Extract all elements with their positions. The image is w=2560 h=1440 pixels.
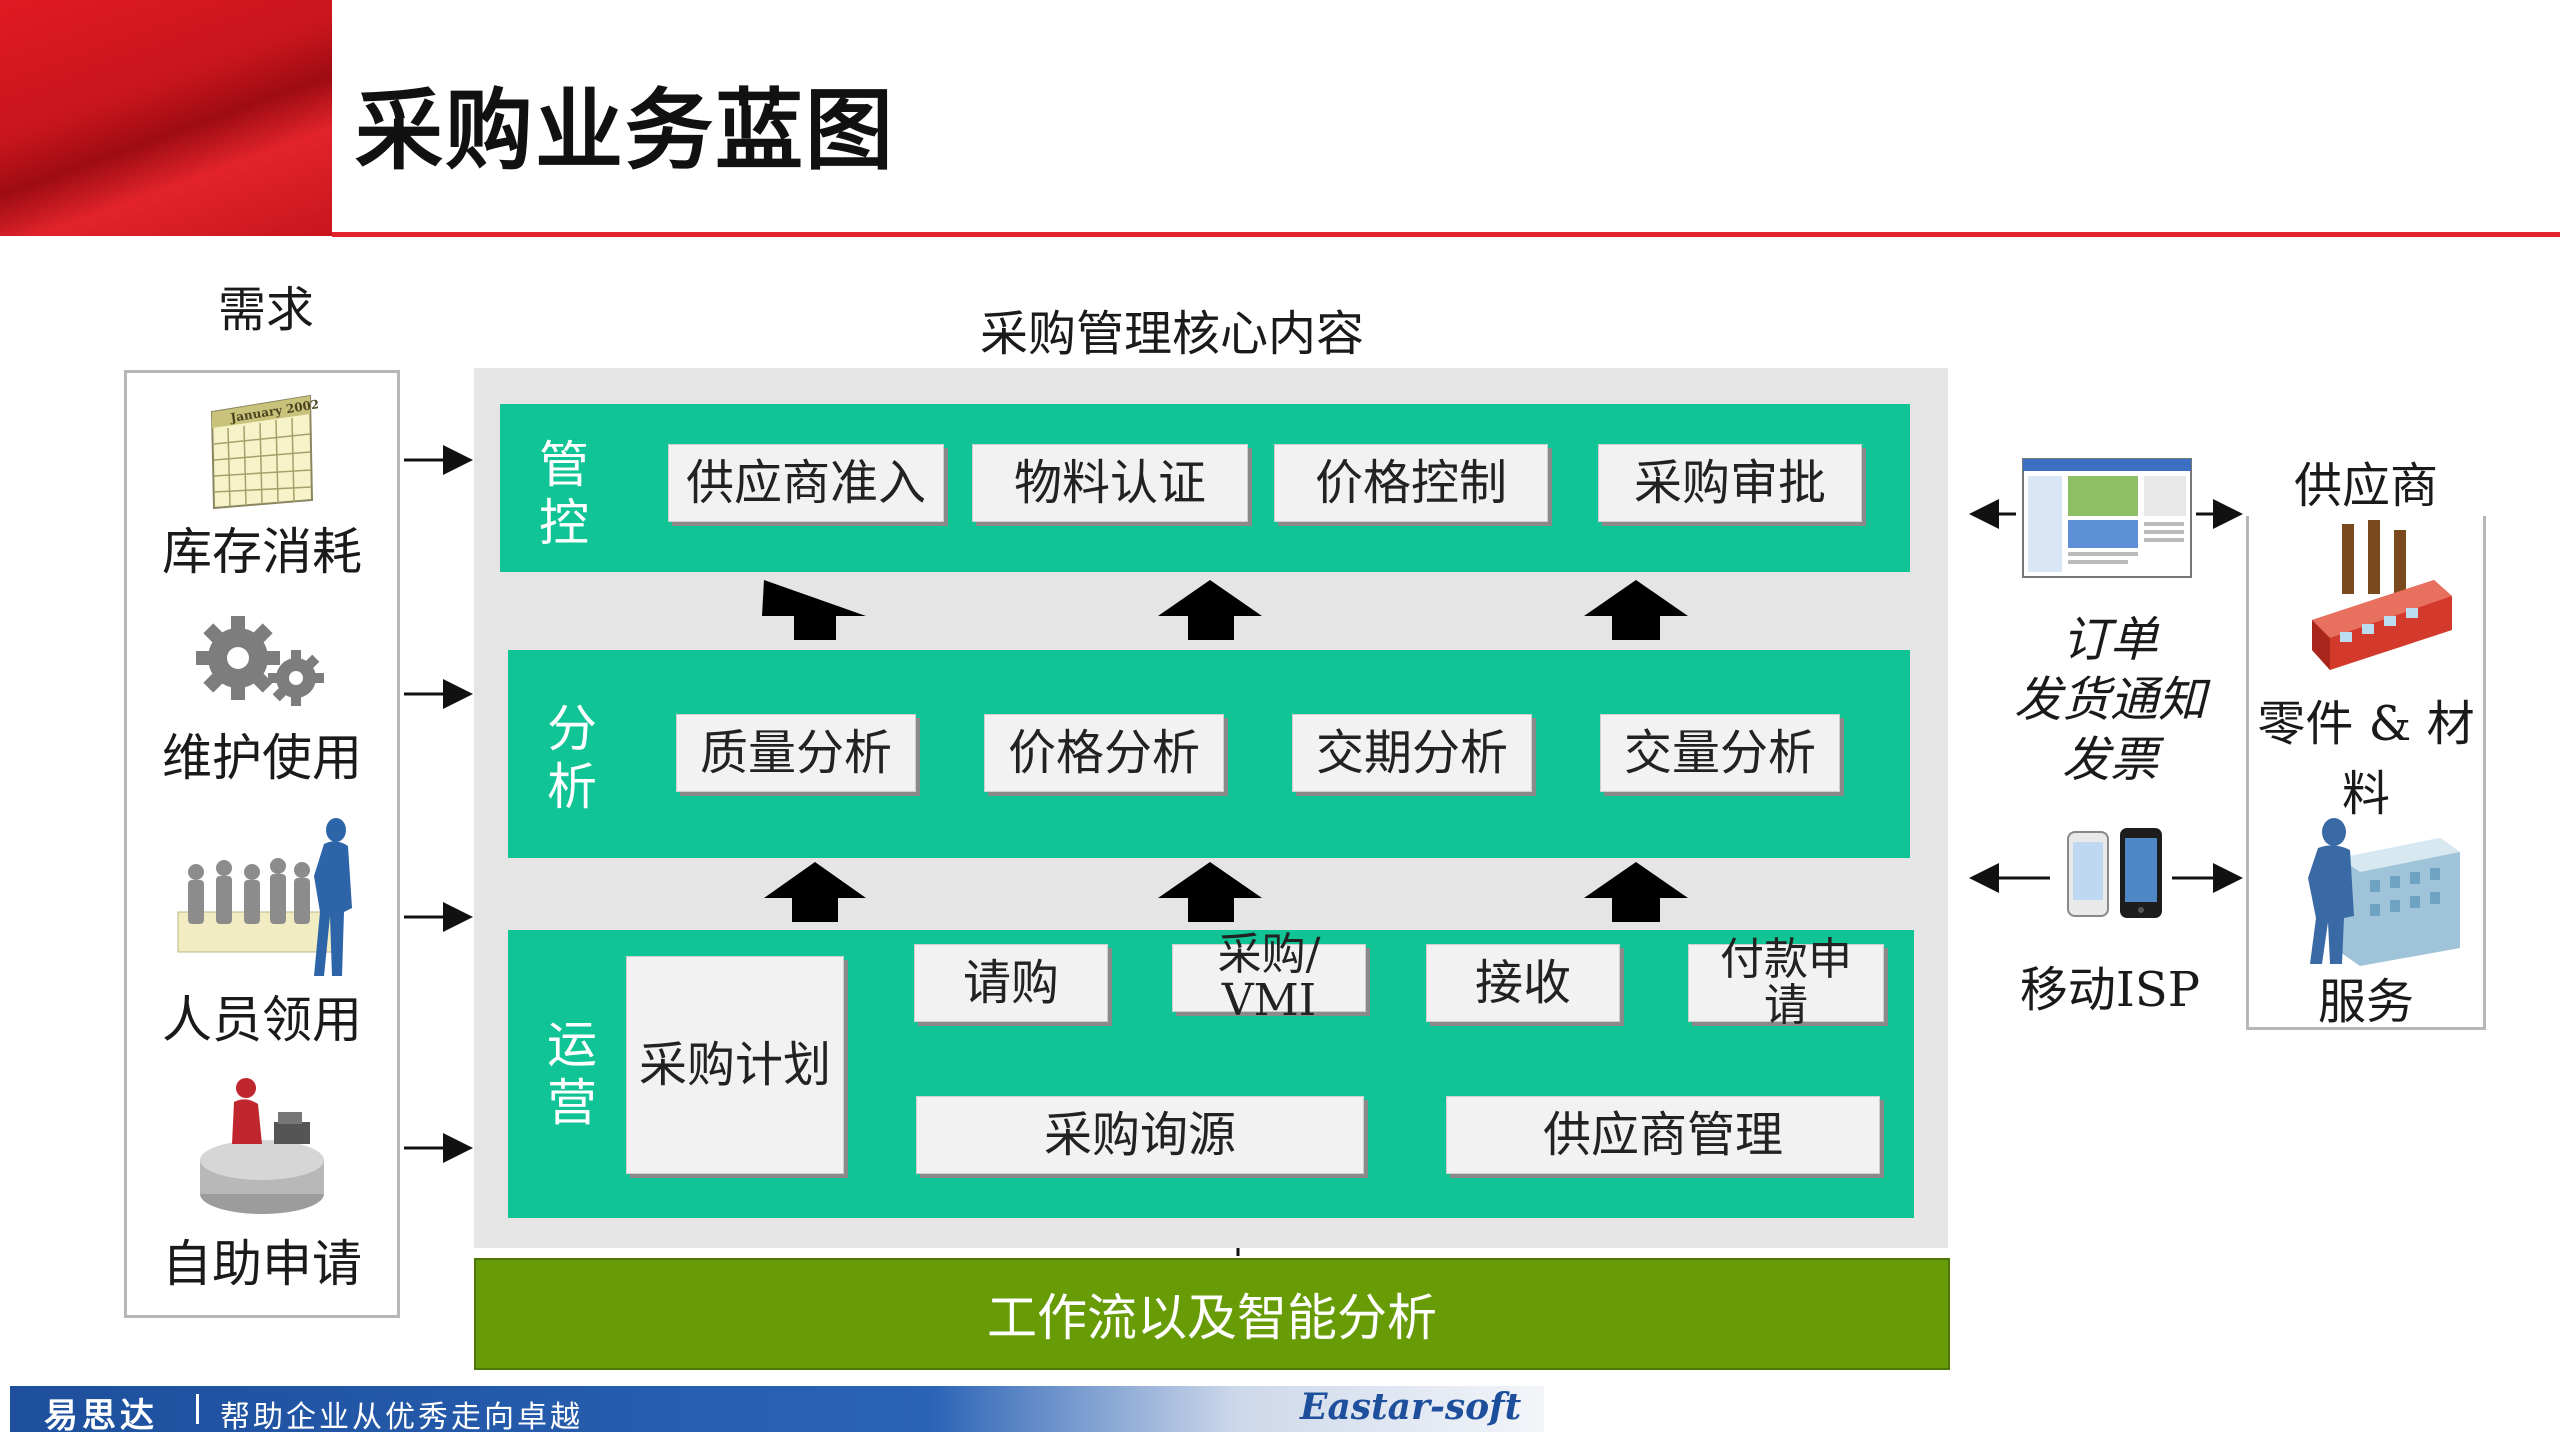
up-arrow	[762, 580, 866, 640]
control-item-price-control: 价格控制	[1274, 444, 1548, 522]
operation-requisition: 请购	[914, 944, 1108, 1022]
up-arrow	[1584, 580, 1688, 640]
workflow-bar: 工作流以及智能分析	[474, 1258, 1950, 1370]
mobile-phone-icon	[2064, 826, 2168, 926]
control-item-supplier-admission: 供应商准入	[668, 444, 944, 522]
analysis-item-price: 价格分析	[984, 714, 1224, 792]
operation-band-label: 运营	[547, 1016, 597, 1132]
mobile-isp-label: 移动ISP	[2019, 962, 2201, 1018]
up-arrow	[764, 862, 866, 922]
doc-shipping-notice: 发货通知	[2013, 672, 2206, 728]
operation-payment-request-label: 付款申请	[1720, 933, 1852, 1031]
footer-brand: 易思达	[44, 1396, 158, 1436]
calendar-icon: January 2002	[206, 392, 320, 510]
factory-icon	[2306, 520, 2456, 680]
doc-order: 订单	[2061, 612, 2158, 668]
supplier-label: 供应商	[2246, 446, 2486, 516]
supplier-parts-label: 零件 & 材料	[2257, 696, 2475, 822]
operation-purchase-vmi-label: 采购/VMI	[1217, 928, 1321, 1026]
footer-divider	[196, 1394, 199, 1424]
demand-item-inventory: 库存消耗	[162, 523, 362, 581]
operation-receiving: 接收	[1426, 944, 1620, 1022]
analysis-band-label: 分析	[547, 700, 597, 816]
control-item-material-cert: 物料认证	[972, 444, 1248, 522]
operation-payment-request: 付款申请	[1688, 936, 1884, 1029]
page-title: 采购业务蓝图	[355, 79, 896, 182]
up-arrow	[1158, 580, 1262, 640]
demand-label: 需求	[218, 282, 315, 338]
gears-icon	[196, 616, 328, 712]
operation-sourcing: 采购询源	[916, 1096, 1364, 1174]
control-band-label: 管控	[539, 436, 589, 552]
analysis-item-quality: 质量分析	[676, 714, 916, 792]
analysis-item-volume: 交量分析	[1600, 714, 1840, 792]
doc-invoice: 发票	[2061, 732, 2158, 788]
footer-brand-en: Eastar-soft	[1300, 1386, 1522, 1428]
control-item-purchase-approval: 采购审批	[1598, 444, 1862, 522]
service-building-icon	[2300, 818, 2470, 966]
operation-purchase-vmi: 采购/VMI	[1172, 931, 1366, 1024]
demand-item-staff: 人员领用	[162, 991, 362, 1049]
analysis-item-delivery: 交期分析	[1292, 714, 1532, 792]
operation-plan: 采购计划	[626, 956, 844, 1174]
people-icon	[174, 816, 358, 984]
supplier-service-label: 服务	[2317, 974, 2414, 1030]
header-rule	[332, 232, 2560, 237]
up-arrow	[1584, 862, 1688, 922]
self-service-kiosk-icon	[196, 1074, 336, 1218]
up-arrow	[1158, 862, 1262, 922]
operation-supplier-mgmt: 供应商管理	[1446, 1096, 1880, 1174]
demand-item-maintenance: 维护使用	[162, 729, 362, 787]
core-label: 采购管理核心内容	[980, 306, 1365, 362]
header-red-block	[0, 0, 332, 236]
web-portal-icon	[2022, 458, 2192, 578]
footer-bar	[10, 1386, 1544, 1432]
demand-item-self-request: 自助申请	[162, 1235, 362, 1293]
footer-slogan: 帮助企业从优秀走向卓越	[220, 1400, 583, 1435]
